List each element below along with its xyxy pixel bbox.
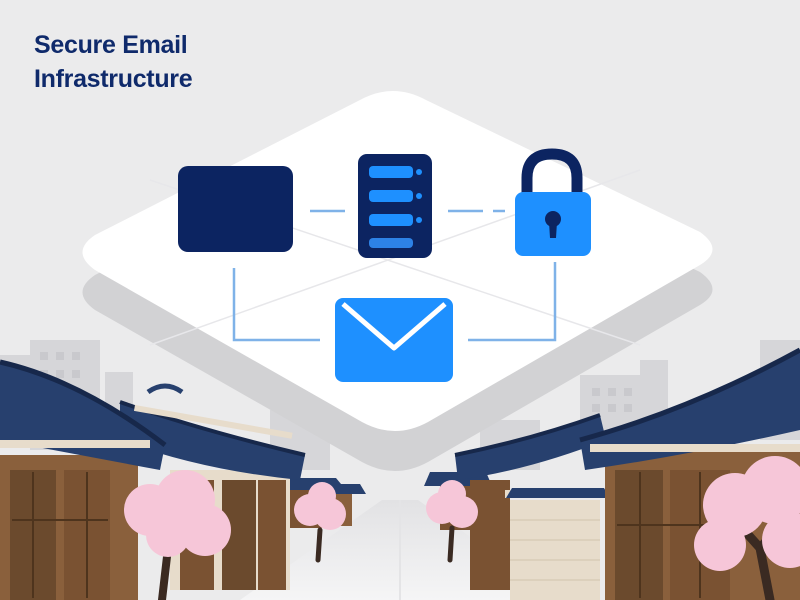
cherry-tree-right [694,456,800,600]
envelope-icon [335,298,453,382]
hanok-right-mid [454,413,610,600]
cherry-tree-left [124,470,231,600]
cherry-tree-left-small [294,482,346,563]
page-title: Secure Email Infrastructure [34,28,193,96]
connector-lines [232,209,557,342]
monitor-icon [178,166,293,252]
hanok-left-near [0,359,167,600]
cherry-tree-right-small [426,480,478,563]
server-icon [358,154,432,258]
padlock-icon [515,148,591,256]
title-line-1: Secure Email [34,31,188,59]
title-line-2: Infrastructure [34,65,193,93]
